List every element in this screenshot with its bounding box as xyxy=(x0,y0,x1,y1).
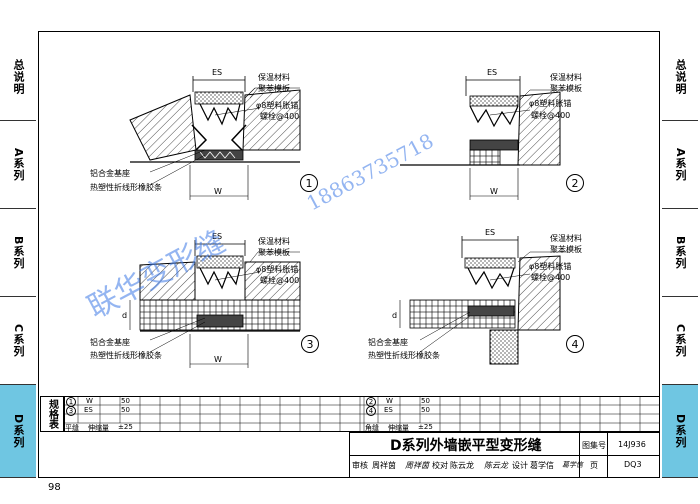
design-signature: 葛学信 xyxy=(562,461,583,469)
spec-left-footer-amount-label: 伸缩量 xyxy=(88,424,109,432)
detail-4-label-bolt: 螺栓@400 xyxy=(531,273,571,282)
spec-left-footer-amount: ±25 xyxy=(118,423,133,431)
detail-4-label-base: 铝合金基座 xyxy=(368,338,408,347)
detail-1-label-bolt: 螺栓@400 xyxy=(260,112,300,121)
check-label: 校对 xyxy=(432,461,448,470)
detail-1-dim-es: ES xyxy=(212,68,223,77)
tab-d-series[interactable]: D系列 xyxy=(0,385,36,478)
spec-right-row1-key: W xyxy=(386,397,393,405)
detail-4-label-strip: 热塑性折线形橡胶条 xyxy=(368,351,440,360)
detail-2-label-bolt: 螺栓@400 xyxy=(531,111,571,120)
detail-2-number: 2 xyxy=(566,174,584,192)
tab-c-series[interactable]: C系列 xyxy=(0,297,36,385)
tab-b-series[interactable]: B系列 xyxy=(0,209,36,297)
atlas-number: 14J936 xyxy=(618,440,646,449)
check-name: 陈云龙 xyxy=(450,461,474,470)
detail-1-label-anchor: φ8塑料胀锚 xyxy=(256,101,299,110)
spec-left-row1-value: 50 xyxy=(121,397,130,405)
detail-1-drawing xyxy=(129,76,301,200)
detail-2-label-board: 聚苯模板 xyxy=(550,84,582,93)
detail-3-label-anchor: φ8塑料胀锚 xyxy=(256,265,299,274)
page-label: 页 xyxy=(590,461,598,470)
spec-right-row1-value: 50 xyxy=(421,397,430,405)
detail-4-drawing xyxy=(399,236,561,365)
detail-3-dim-d: d xyxy=(122,311,128,320)
tab-b-series-right[interactable]: B系列 xyxy=(662,209,698,297)
detail-2-dim-w: W xyxy=(490,187,498,196)
detail-1-dim-w: W xyxy=(214,187,222,196)
spec-right-row2-key: ES xyxy=(384,406,393,414)
detail-4-number: 4 xyxy=(566,335,584,353)
detail-4-dim-d: d xyxy=(392,311,398,320)
detail-3-number: 3 xyxy=(301,335,319,353)
spec-left-row2-key: ES xyxy=(84,406,93,414)
detail-2-label-anchor: φ8塑料胀锚 xyxy=(529,99,572,108)
detail-3-label-bolt: 螺栓@400 xyxy=(260,276,300,285)
detail-3-label-insulation: 保温材料 xyxy=(258,237,290,246)
detail-1-label-insulation: 保温材料 xyxy=(258,73,290,82)
tab-a-series-right[interactable]: A系列 xyxy=(662,121,698,209)
tab-a-series[interactable]: A系列 xyxy=(0,121,36,209)
page-number: 98 xyxy=(48,482,61,493)
leader-lines xyxy=(149,87,570,353)
spec-left-row1-key: W xyxy=(86,397,93,405)
title-cell-divider-2 xyxy=(607,432,608,478)
detail-3-dim-es: ES xyxy=(212,232,223,241)
review-signature: 周祥茵 xyxy=(405,461,429,470)
detail-1-label-base: 铝合金基座 xyxy=(90,169,130,178)
detail-4-label-board: 聚苯模板 xyxy=(550,245,582,254)
spec-table-grid xyxy=(64,396,660,432)
tab-general-right[interactable]: 总说明 xyxy=(662,33,698,121)
spec-right-footer-amount-label: 伸缩量 xyxy=(388,424,409,432)
detail-2-dim-es: ES xyxy=(487,68,498,77)
page-code: DQ3 xyxy=(624,460,642,469)
atlas-label: 图集号 xyxy=(582,441,606,450)
check-signature: 陈云龙 xyxy=(484,461,508,470)
detail-4-label-insulation: 保温材料 xyxy=(550,234,582,243)
spec-left-row2-value: 50 xyxy=(121,406,130,414)
design-name: 葛学信 xyxy=(530,461,554,470)
detail-1-label-board: 聚苯模板 xyxy=(258,84,290,93)
review-label: 审核 xyxy=(352,461,368,470)
spec-right-footer-type: 角缝 xyxy=(365,424,379,432)
tab-d-series-right[interactable]: D系列 xyxy=(662,385,698,478)
spec-left-row2-circle: 3 xyxy=(66,406,76,416)
detail-4-dim-es: ES xyxy=(485,228,496,237)
tab-c-series-right[interactable]: C系列 xyxy=(662,297,698,385)
spec-table-header: 规格表 xyxy=(40,396,64,432)
drawing-title: D系列外墙嵌平型变形缝 xyxy=(390,438,542,454)
detail-3-dim-w: W xyxy=(214,355,222,364)
title-block-divider xyxy=(349,455,660,456)
detail-3-label-board: 聚苯模板 xyxy=(258,248,290,257)
detail-2-drawing xyxy=(400,76,561,200)
detail-3-label-strip: 热塑性折线形橡胶条 xyxy=(90,351,162,360)
spec-left-footer-type: 平缝 xyxy=(65,424,79,432)
spec-right-row2-circle: 4 xyxy=(366,406,376,416)
review-name: 周祥茵 xyxy=(372,461,396,470)
detail-4-label-anchor: φ8塑料胀锚 xyxy=(529,262,572,271)
title-cell-divider-1 xyxy=(579,432,580,478)
spec-right-row2-value: 50 xyxy=(421,406,430,414)
detail-3-drawing xyxy=(129,240,301,368)
detail-2-label-insulation: 保温材料 xyxy=(550,73,582,82)
spec-right-footer-amount: ±25 xyxy=(418,423,433,431)
design-label: 设计 xyxy=(512,461,528,470)
detail-1-number: 1 xyxy=(300,174,318,192)
tab-general[interactable]: 总说明 xyxy=(0,33,36,121)
detail-1-label-strip: 热塑性折线形橡胶条 xyxy=(90,183,162,192)
detail-3-label-base: 铝合金基座 xyxy=(90,338,130,347)
